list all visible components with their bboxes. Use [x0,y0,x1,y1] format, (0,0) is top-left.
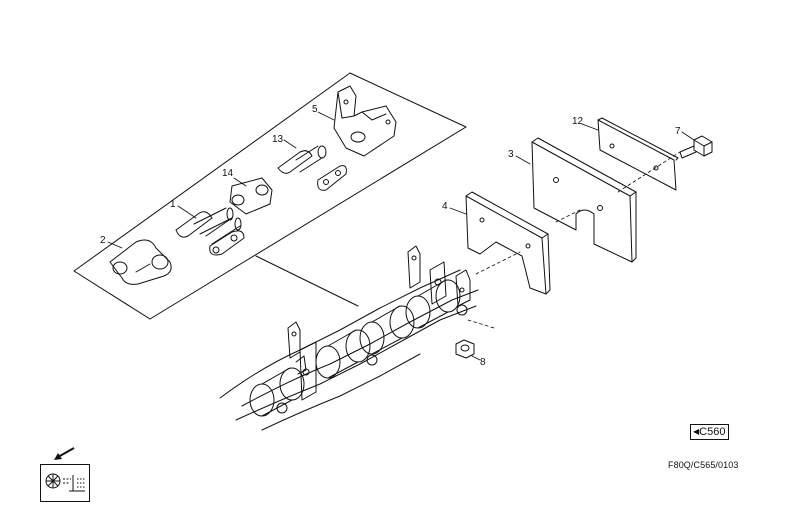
part-14-inner-link [229,177,273,215]
part-4-notched-plate [465,191,551,295]
callout-2: 2 [100,235,106,246]
callout-7: 7 [675,126,681,137]
callout-12: 12 [572,116,584,127]
callout-1: 1 [170,199,176,210]
part-3-u-plate [531,137,637,263]
part-8-nut [455,339,475,359]
callout-3: 3 [508,149,514,160]
part-2-offset-link [109,239,172,285]
chain-section-symbol-icon [40,464,90,502]
part-1-pin-link [175,207,245,256]
drawing-code: F80Q/C565/0103 [668,460,739,470]
page-reference-link[interactable]: ◀C560 [690,424,730,440]
part-12-back-plate [597,117,679,191]
inset-frame-divider [255,255,359,307]
chain-assembly [219,245,479,431]
callout-14: 14 [222,168,234,179]
callout-13: 13 [272,134,284,145]
inset-frame-bottom [149,126,467,320]
left-triangle-icon: ◀ [693,427,700,436]
arrow-down-left-icon[interactable] [52,447,76,461]
part-5-attachment-link [333,85,397,157]
leader-lines [107,111,695,361]
inset-frame [349,72,467,128]
inset-frame-left [73,72,351,320]
part-13-connecting-link [277,145,347,191]
part-7-bolt [679,135,713,159]
callout-labels: 1 2 3 4 5 7 8 12 13 14 [100,104,681,368]
callout-5: 5 [312,104,318,115]
page-reference-label: C560 [699,426,726,438]
callout-8: 8 [480,357,486,368]
callout-4: 4 [442,201,448,212]
